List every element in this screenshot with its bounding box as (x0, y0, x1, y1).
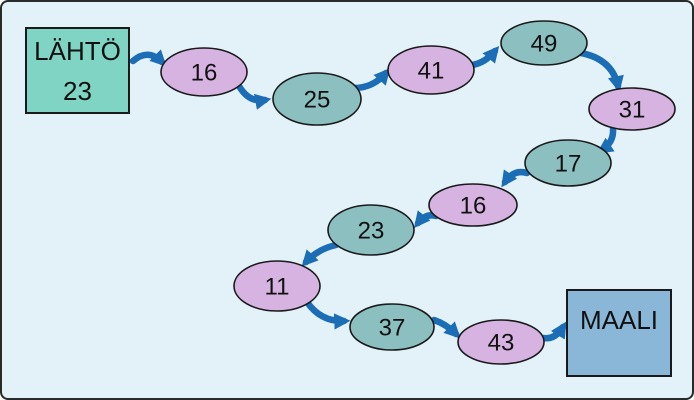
node-value: 16 (191, 59, 218, 86)
node-ellipse (588, 87, 676, 131)
arrow-31-to-17 (596, 125, 617, 154)
path-node-7: 16 (428, 183, 518, 227)
path-node-11: 43 (457, 319, 545, 365)
node-value: 16 (460, 192, 487, 219)
node-ellipse (387, 45, 475, 95)
start-box: LÄHTÖ 23 (25, 27, 130, 114)
path-node-2: 25 (272, 72, 362, 126)
node-ellipse (428, 183, 518, 227)
arrow-43-to-finish (539, 321, 567, 342)
arrow-16a-to-25 (235, 82, 272, 110)
node-ellipse (349, 303, 435, 351)
path-node-10: 37 (349, 303, 435, 351)
node-value: 17 (555, 150, 582, 177)
path-node-4: 49 (500, 20, 588, 66)
arrow-23-to-11 (301, 241, 340, 267)
arrow-16b-to-23 (413, 210, 440, 229)
arrow-37-to-43 (430, 316, 461, 339)
finish-box: MAALI (566, 289, 672, 377)
node-ellipse (160, 47, 248, 97)
node-ellipse (524, 139, 612, 187)
node-ellipse (272, 72, 362, 126)
arrow-41-to-49 (468, 46, 500, 69)
node-ellipse (233, 260, 321, 312)
node-value: 23 (358, 217, 385, 244)
arrow-17-to-16b (501, 168, 531, 188)
node-ellipse (457, 319, 545, 365)
path-node-9: 11 (233, 260, 321, 312)
path-node-1: 16 (160, 47, 248, 97)
node-ellipse (500, 20, 588, 66)
arrow-25-to-41 (350, 68, 391, 92)
node-value: 37 (379, 314, 406, 341)
node-value: 49 (531, 30, 558, 57)
path-node-3: 41 (387, 45, 475, 95)
start-box-label: LÄHTÖ (34, 35, 121, 66)
node-ellipse (327, 204, 415, 256)
arrow-start-to-16a (129, 49, 167, 67)
arrow-49-to-31 (577, 49, 624, 93)
finish-box-label: MAALI (579, 305, 659, 335)
arrow-11-to-37 (303, 298, 351, 330)
nodes-layer: 16 25 41 49 31 17 16 23 11 37 43 (160, 20, 676, 365)
start-box-value: 23 (63, 75, 92, 106)
node-value: 43 (488, 329, 515, 356)
path-node-6: 17 (524, 139, 612, 187)
node-value: 41 (418, 57, 445, 84)
path-node-8: 23 (327, 204, 415, 256)
node-value: 11 (265, 273, 290, 300)
path-node-5: 31 (588, 87, 676, 131)
node-value: 31 (619, 96, 646, 123)
node-value: 25 (304, 86, 331, 113)
